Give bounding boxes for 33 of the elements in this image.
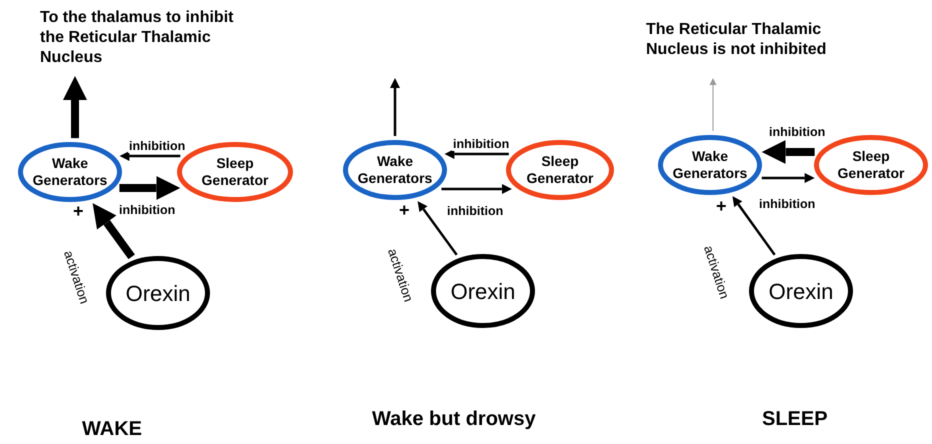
arrow xyxy=(119,176,180,200)
annotation-text: The Reticular Thalamic Nucleus is not inhibited xyxy=(646,6,836,74)
edge-label: inhibition xyxy=(118,203,176,217)
panel-title: Wake but drowsy xyxy=(372,408,536,431)
arrow xyxy=(119,151,180,161)
plus-sign: + xyxy=(399,200,410,221)
arrow xyxy=(762,173,815,183)
arrow xyxy=(710,78,716,132)
arrow xyxy=(444,149,509,159)
panel-title: SLEEP xyxy=(762,408,828,431)
oval-node: Orexin xyxy=(431,254,535,328)
arrow xyxy=(418,201,458,256)
arrow xyxy=(732,196,776,256)
arrow xyxy=(762,140,815,164)
oval-node: Sleep Generator xyxy=(814,135,928,195)
annotation-text: To the thalamus to inhibit the Reticular Thalamic Nucleus xyxy=(40,4,240,72)
edge-label: inhibition xyxy=(128,139,186,153)
panel-title: WAKE xyxy=(82,418,142,441)
arrow xyxy=(441,184,512,194)
oval-node: Wake Generators xyxy=(658,135,762,195)
arrow xyxy=(390,78,400,136)
edge-label: inhibition xyxy=(452,137,510,151)
oval-node: Wake Generators xyxy=(343,140,447,200)
oval-node: Orexin xyxy=(749,254,853,328)
plus-sign: + xyxy=(716,196,727,217)
edge-label: inhibition xyxy=(768,125,826,139)
arrow xyxy=(92,203,135,260)
oval-node: Orexin xyxy=(106,256,210,330)
arrow xyxy=(63,76,87,138)
plus-sign: + xyxy=(73,201,84,222)
edge-label: inhibition xyxy=(758,197,816,211)
edge-label: inhibition xyxy=(446,204,504,218)
oval-node: Wake Generators xyxy=(18,142,122,202)
